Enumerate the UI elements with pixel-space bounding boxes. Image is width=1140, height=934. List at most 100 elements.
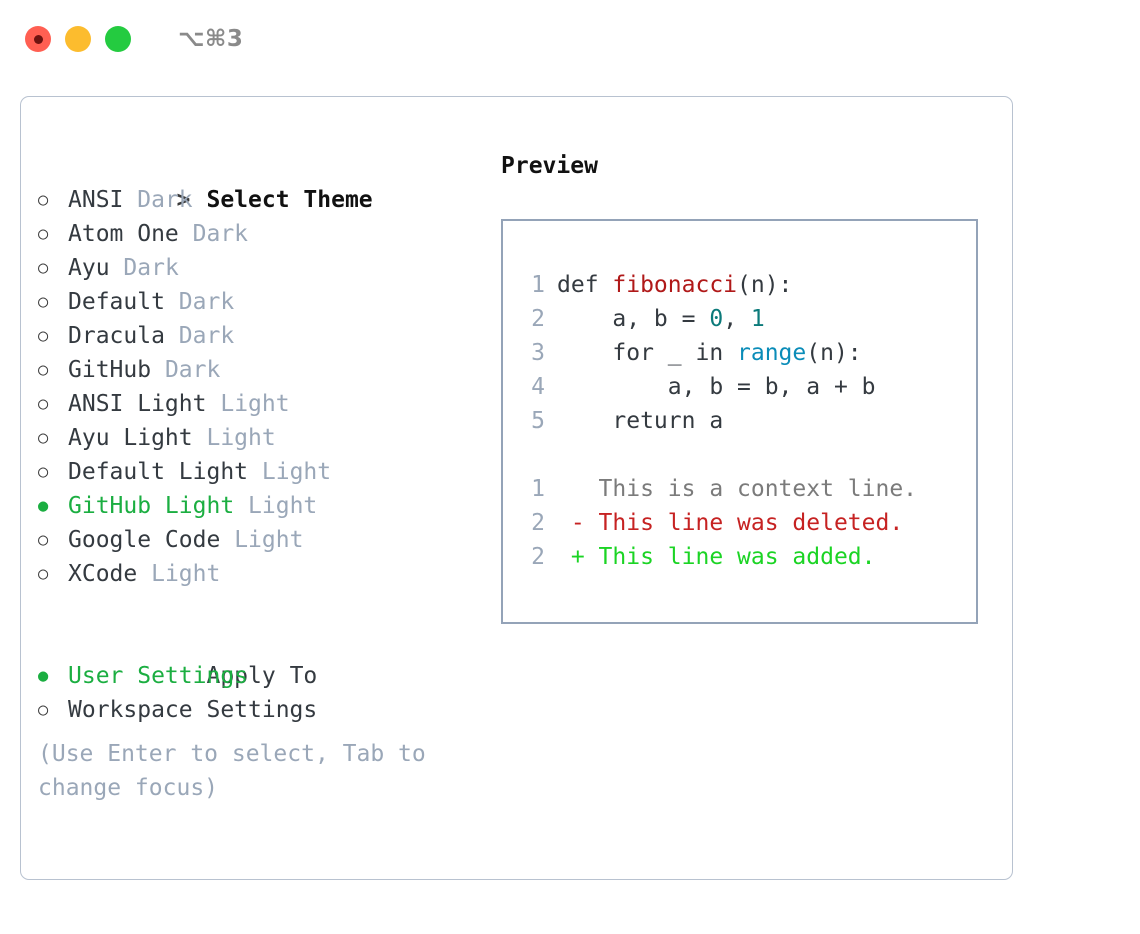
window-controls [25,26,131,52]
radio-empty-icon [38,183,68,219]
code-text: return a [545,404,723,438]
theme-option-ayu-light[interactable]: Ayu Light Light [38,421,498,455]
line-number: 2 [531,306,545,332]
theme-variant-tag: Light [206,425,276,451]
code-text: - This line was deleted. [545,506,903,540]
diff-sample: 1 This is a context line. 2 - This line w… [503,472,976,574]
theme-variant-tag: Light [261,459,332,485]
theme-variant-tag: Light [248,493,318,519]
token-plain: (n): [737,272,793,298]
theme-option-xcode[interactable]: XCode Light [38,557,498,591]
code-text: for _ in range(n): [545,336,862,370]
code-line: 2 a, b = 0, 1 [503,302,976,336]
code-text: a, b = 0, 1 [545,302,765,336]
token-plain: (n): [806,340,862,366]
theme-option-label: Atom One [68,221,179,247]
theme-selector-column: Select Theme ANSI DarkAtom One DarkAyu D… [38,149,498,805]
theme-variant-tag: Light [220,391,290,417]
token-builtin: range [737,340,807,366]
keyboard-shortcut-label: ⌥⌘3 [178,25,244,52]
token-num: 0 [709,306,724,332]
line-number: 3 [531,340,545,366]
maximize-button[interactable] [105,26,131,52]
theme-option-label: Default [68,289,165,315]
title-bar: ⌥⌘3 [0,0,1140,78]
theme-option-label: GitHub Light [68,493,235,519]
minimize-button[interactable] [65,26,91,52]
theme-option-label: Dracula [68,323,165,349]
diff-line: 1 This is a context line. [503,472,976,506]
theme-option-label: GitHub [68,357,152,383]
diff-line: 2 + This line was added. [503,540,976,574]
select-theme-heading: Select Theme [38,149,498,213]
radio-empty-icon [38,285,68,321]
section-spacer [38,591,498,625]
code-line: 5 return a [503,404,976,438]
theme-option-ansi[interactable]: ANSI Dark [38,183,498,217]
line-number: 5 [531,408,545,434]
code-text: This is a context line. [545,472,918,506]
theme-variant-tag: Dark [178,289,235,315]
token-add: + This line was added. [557,544,876,570]
radio-empty-icon [38,455,68,491]
theme-option-ayu[interactable]: Ayu Dark [38,251,498,285]
theme-option-github[interactable]: GitHub Dark [38,353,498,387]
theme-option-label: Default Light [68,459,249,485]
theme-variant-tag: Dark [192,221,249,247]
token-plain: return a [557,408,724,434]
token-num: 1 [750,306,765,332]
theme-option-github-light[interactable]: GitHub Light Light [38,489,498,523]
radio-empty-icon [38,251,68,287]
line-number: 4 [531,374,545,400]
radio-selected-icon [38,659,68,695]
code-text: a, b = b, a + b [545,370,876,404]
apply-to-option-workspace-settings[interactable]: Workspace Settings [38,693,498,727]
code-text: def fibonacci(n): [545,268,792,302]
token-plain: for _ in [557,340,738,366]
token-func: fibonacci [612,272,738,298]
theme-option-default[interactable]: Default Dark [38,285,498,319]
code-diff-gap [503,438,976,472]
theme-variant-tag: Light [151,561,221,587]
apply-to-option-user-settings[interactable]: User Settings [38,659,498,693]
theme-variant-tag: Dark [137,187,193,213]
keyboard-hint: (Use Enter to select, Tab to change focu… [38,741,426,801]
theme-variant-tag: Dark [178,323,235,349]
theme-option-label: XCode [68,561,138,587]
radio-empty-icon [38,693,68,729]
theme-option-dracula[interactable]: Dracula Dark [38,319,498,353]
radio-empty-icon [38,319,68,355]
token-plain: def [557,272,613,298]
close-button[interactable] [25,26,51,52]
radio-selected-icon [38,489,68,525]
token-plain: , [723,306,751,332]
theme-option-default-light[interactable]: Default Light Light [38,455,498,489]
theme-option-label: ANSI Light [68,391,207,417]
code-text: + This line was added. [545,540,876,574]
theme-list: ANSI DarkAtom One DarkAyu DarkDefault Da… [38,183,498,591]
theme-option-label: Ayu [68,255,110,281]
line-number: 1 [531,476,545,502]
theme-option-google-code[interactable]: Google Code Light [38,523,498,557]
radio-empty-icon [38,557,68,593]
line-number: 1 [531,272,545,298]
radio-empty-icon [38,421,68,457]
line-number: 2 [531,544,545,570]
token-plain: a, b = [557,306,710,332]
token-del: - This line was deleted. [557,510,904,536]
apply-to-option-label: User Settings [68,663,249,689]
theme-option-label: ANSI [68,187,124,213]
code-line: 4 a, b = b, a + b [503,370,976,404]
preview-title: Preview [501,153,598,179]
token-ctx: This is a context line. [557,476,918,502]
theme-variant-tag: Dark [123,255,179,281]
theme-option-atom-one[interactable]: Atom One Dark [38,217,498,251]
theme-variant-tag: Dark [164,357,221,383]
theme-option-ansi-light[interactable]: ANSI Light Light [38,387,498,421]
apply-to-option-label: Workspace Settings [68,697,318,723]
